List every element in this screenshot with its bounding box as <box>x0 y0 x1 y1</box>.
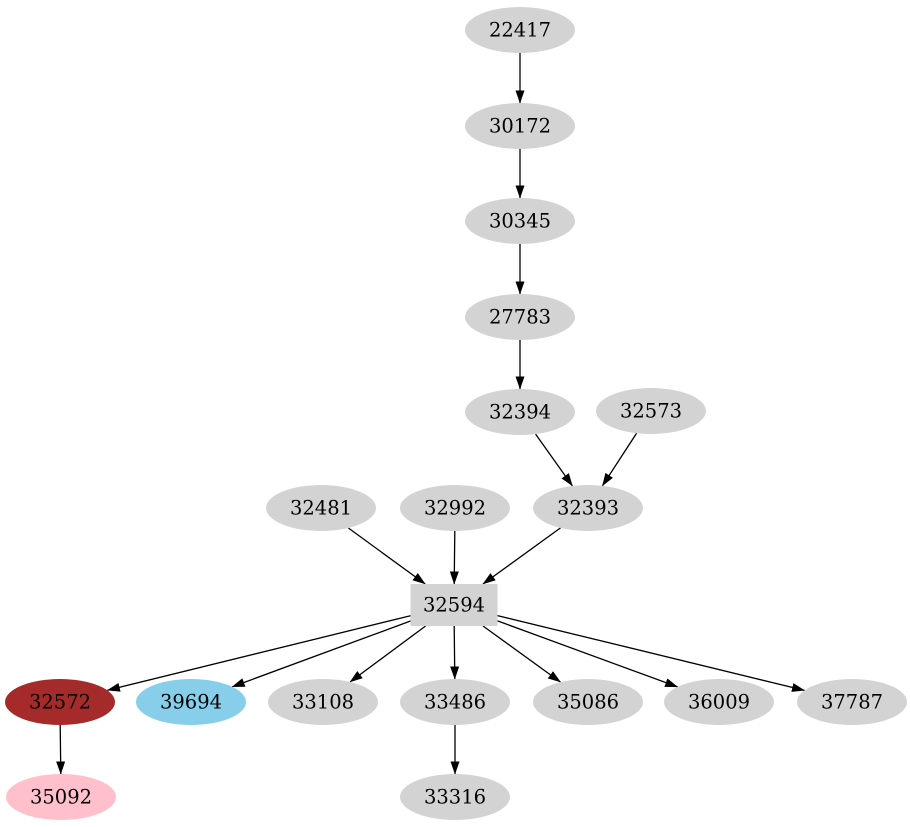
edge-32572-35092 <box>56 724 66 775</box>
node-32992: 32992 <box>400 485 510 531</box>
node-ellipse-shape <box>465 389 575 435</box>
node-label: 37787 <box>821 691 883 714</box>
node-32394: 32394 <box>465 389 575 435</box>
node-label: 36009 <box>688 691 750 714</box>
node-ellipse-shape <box>533 679 643 725</box>
node-35086: 35086 <box>533 679 643 725</box>
node-ellipse-shape <box>797 679 907 725</box>
node-30345: 30345 <box>465 198 575 244</box>
node-ellipse-shape <box>465 198 575 244</box>
edge-32594-39694 <box>231 620 411 688</box>
node-box-shape <box>410 584 498 626</box>
node-ellipse-shape <box>268 679 378 725</box>
node-33486: 33486 <box>400 679 510 725</box>
node-ellipse-shape <box>533 485 643 531</box>
node-ellipse-shape <box>664 679 774 725</box>
node-ellipse-shape <box>596 388 706 434</box>
node-label: 27783 <box>489 306 551 329</box>
edge-32394-32393 <box>535 433 573 487</box>
node-label: 30345 <box>489 210 551 233</box>
node-32572: 32572 <box>5 679 115 725</box>
edge-32594-37787 <box>497 614 805 692</box>
node-label: 22417 <box>489 19 551 42</box>
edge-32573-32393 <box>601 432 638 487</box>
node-36009: 36009 <box>664 679 774 725</box>
node-ellipse-shape <box>6 774 116 820</box>
edge-32594-35086 <box>482 625 561 683</box>
edge-32594-33486 <box>450 625 460 680</box>
node-label: 32394 <box>489 401 551 424</box>
edge-32393-32594 <box>482 527 561 585</box>
node-32481: 32481 <box>266 485 376 531</box>
node-33316: 33316 <box>400 774 510 820</box>
node-label: 30172 <box>489 115 551 138</box>
node-37787: 37787 <box>797 679 907 725</box>
node-label: 32572 <box>29 691 91 714</box>
node-label: 32573 <box>620 400 682 423</box>
node-label: 32393 <box>557 497 619 520</box>
node-label: 39694 <box>160 691 222 714</box>
node-label: 33486 <box>424 691 486 714</box>
edges-layer <box>56 53 805 775</box>
node-label: 35086 <box>557 691 619 714</box>
edge-32594-32572 <box>106 615 411 692</box>
edge-32594-36009 <box>497 620 679 688</box>
node-ellipse-shape <box>400 679 510 725</box>
nodes-layer: 22417 30172 30345 27783 32394 32573 32481 32992… <box>5 7 907 820</box>
edge-32481-32594 <box>348 527 426 585</box>
node-32573: 32573 <box>596 388 706 434</box>
node-ellipse-shape <box>5 679 115 725</box>
node-32594: 32594 <box>410 584 498 626</box>
node-ellipse-shape <box>465 294 575 340</box>
node-39694: 39694 <box>136 679 246 725</box>
node-ellipse-shape <box>465 103 575 149</box>
node-ellipse-shape <box>465 7 575 53</box>
node-22417: 22417 <box>465 7 575 53</box>
node-ellipse-shape <box>266 485 376 531</box>
node-ellipse-shape <box>400 485 510 531</box>
node-30172: 30172 <box>465 103 575 149</box>
edge-32594-33108 <box>349 625 426 683</box>
node-32393: 32393 <box>533 485 643 531</box>
node-label: 32481 <box>290 497 352 520</box>
node-27783: 27783 <box>465 294 575 340</box>
node-33108: 33108 <box>268 679 378 725</box>
node-label: 32594 <box>423 594 485 617</box>
node-label: 35092 <box>30 786 92 809</box>
node-label: 32992 <box>424 497 486 520</box>
node-ellipse-shape <box>400 774 510 820</box>
node-label: 33108 <box>292 691 354 714</box>
edge-32992-32594 <box>449 530 459 585</box>
node-ellipse-shape <box>136 679 246 725</box>
node-label: 33316 <box>424 786 486 809</box>
node-35092: 35092 <box>6 774 116 820</box>
